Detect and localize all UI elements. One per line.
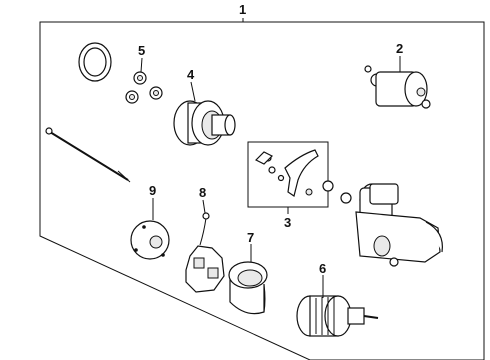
overrunning-clutch-drive[interactable] xyxy=(173,100,236,146)
solenoid-switch[interactable] xyxy=(364,65,431,109)
brush-holder[interactable] xyxy=(185,212,225,293)
callout-4: 4 xyxy=(187,67,195,82)
o-ring-seal[interactable] xyxy=(78,42,112,82)
callout-5-leader xyxy=(140,57,143,73)
end-frame-plate[interactable] xyxy=(130,220,170,260)
callout-2: 2 xyxy=(396,41,403,56)
drive-lever-kit[interactable] xyxy=(254,149,319,197)
starter-assembly[interactable] xyxy=(322,180,444,267)
callout-9: 9 xyxy=(149,183,156,198)
callout-8-leader xyxy=(202,199,206,214)
callout-7: 7 xyxy=(247,230,254,245)
yoke-field-frame[interactable] xyxy=(228,261,268,315)
callout-3: 3 xyxy=(284,215,291,230)
through-bolt[interactable] xyxy=(45,127,131,183)
callout-8: 8 xyxy=(199,185,206,200)
assembly-frame xyxy=(39,21,485,360)
callout-5: 5 xyxy=(138,43,145,58)
callout-1: 1 xyxy=(239,2,246,17)
callout-4-leader xyxy=(190,81,196,102)
armature[interactable] xyxy=(296,295,379,337)
pinion-gears[interactable] xyxy=(125,71,163,104)
callout-6: 6 xyxy=(319,261,326,276)
